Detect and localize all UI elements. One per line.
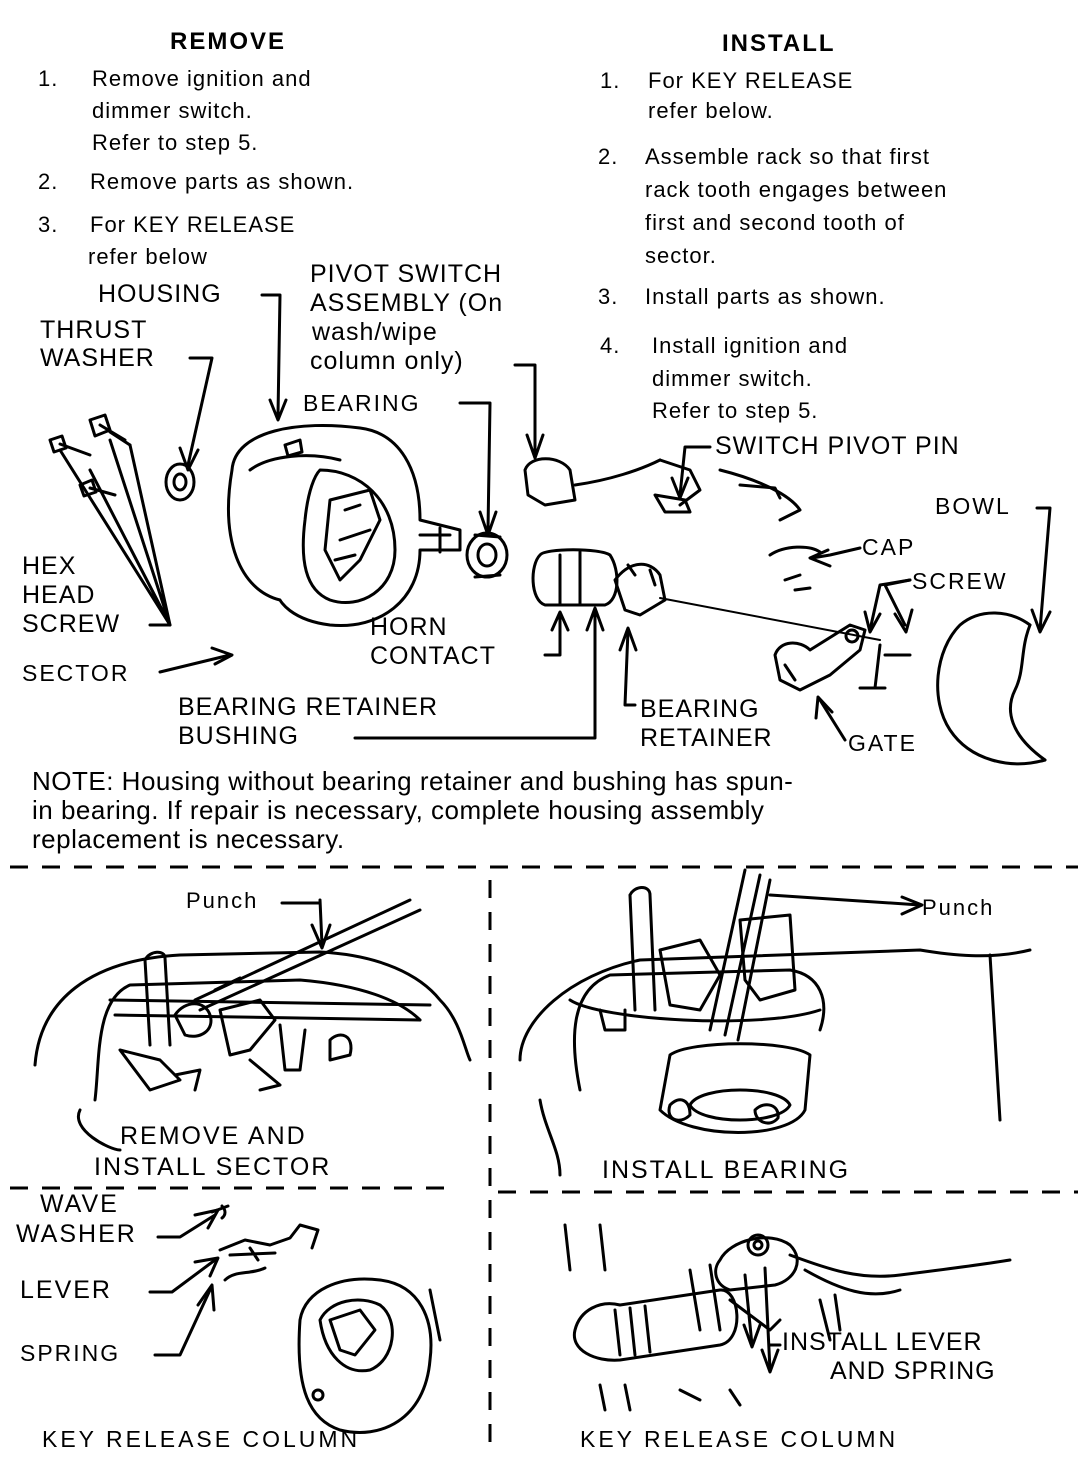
install-step-1-line-2: refer below. [648,98,774,123]
remove-step-3-line-2: refer below [88,244,208,269]
install-step-1-line-1: For KEY RELEASE [648,68,854,93]
remove-step-3-number: 3. [38,212,59,237]
install-step-2-line-3: first and second tooth of [645,210,905,235]
label-cap: CAP [862,534,916,560]
label-sector: SECTOR [22,660,130,686]
label-lever: LEVER [20,1276,112,1304]
label-pivot-switch-line-2: ASSEMBLY (On [310,289,504,317]
bushing-drawing [533,550,617,605]
gate-drawing [775,625,865,690]
remove-step-1-line-3: Refer to step 5. [92,130,259,155]
install-step-3-number: 3. [598,284,619,309]
pivot-switch-drawing [525,459,800,520]
bowl-drawing [938,613,1045,764]
leader-lines [60,295,1050,740]
install-step-3-line-1: Install parts as shown. [645,284,886,309]
panel-3-caption: KEY RELEASE COLUMN [42,1426,361,1452]
thrust-washer-drawing [166,464,194,500]
label-pivot-switch-line-3: wash/wipe [312,318,438,346]
remove-step-2-number: 2. [38,169,59,194]
label-hex-head-screw-line-2: HEAD [22,581,96,609]
install-step-4-line-1: Install ignition and [652,333,849,358]
install-step-2-number: 2. [598,144,619,169]
label-horn-contact-line-2: CONTACT [370,642,496,670]
panel-1-punch-label: Punch [186,888,259,913]
note-line-2: in bearing. If repair is necessary, comp… [32,795,765,825]
install-step-2-line-1: Assemble rack so that first [645,144,930,169]
label-thrust-washer-line-2: WASHER [40,344,155,372]
install-step-4-line-2: dimmer switch. [652,366,813,391]
install-step-1-number: 1. [600,68,621,93]
panel-install-lever-drawing [565,1225,1010,1410]
panel-1-caption-line-2: INSTALL SECTOR [94,1153,332,1181]
remove-step-1-line-1: Remove ignition and [92,66,312,91]
panel-1-caption-line-1: REMOVE AND [120,1122,307,1150]
retainer-drawing [615,564,665,615]
panel-key-release-parts-drawing [150,1206,440,1432]
install-step-4-line-3: Refer to step 5. [652,398,819,423]
label-thrust-washer-line-1: THRUST [40,316,148,344]
label-screw: SCREW [912,568,1008,594]
axis-line [660,598,880,640]
label-washer: WASHER [16,1220,137,1248]
label-pivot-switch-line-1: PIVOT SWITCH [310,260,503,288]
bearing-drawing [467,533,507,577]
remove-step-1-number: 1. [38,66,59,91]
remove-step-1-line-2: dimmer switch. [92,98,253,123]
remove-step-2-line-1: Remove parts as shown. [90,169,355,194]
label-horn-contact-line-1: HORN [370,613,448,641]
label-hex-head-screw-line-3: SCREW [22,610,121,638]
label-bearing-retainer-bushing-line-2: BUSHING [178,722,299,750]
label-bearing-retainer-line-1: BEARING [640,695,760,723]
note-line-3: replacement is necessary. [32,824,345,854]
label-pivot-switch-line-4: column only) [310,347,464,375]
panel-4-caption: KEY RELEASE COLUMN [580,1426,899,1452]
section-dividers [10,867,1078,1455]
note-line-1: NOTE: Housing without bearing retainer a… [32,766,794,796]
install-step-2-line-4: sector. [645,243,717,268]
remove-step-3-line-1: For KEY RELEASE [90,212,296,237]
label-housing: HOUSING [98,280,222,308]
label-bearing-retainer-bushing-line-1: BEARING RETAINER [178,693,439,721]
remove-heading: REMOVE [170,28,287,55]
label-wave: WAVE [40,1190,119,1218]
label-bearing-retainer-line-2: RETAINER [640,724,773,752]
label-gate: GATE [848,730,917,756]
install-heading: INSTALL [722,30,836,57]
cap-drawing [770,547,820,590]
panel-remove-sector-drawing [35,900,470,1150]
panel-2-caption: INSTALL BEARING [602,1156,851,1184]
install-step-4-number: 4. [600,333,621,358]
label-bowl: BOWL [935,493,1011,519]
panel-4-callout-line-2: AND SPRING [830,1357,996,1385]
panel-2-punch-label: Punch [922,895,995,920]
housing-drawing [229,425,460,625]
install-step-2-line-2: rack tooth engages between [645,177,948,202]
label-hex-head-screw-line-1: HEX [22,552,77,580]
label-switch-pivot-pin: SWITCH PIVOT PIN [715,432,960,460]
label-spring: SPRING [20,1340,121,1366]
panel-4-callout-line-1: INSTALL LEVER [782,1328,983,1356]
label-bearing: BEARING [303,390,421,416]
hex-head-screws-drawing [50,415,130,496]
panel-install-bearing-drawing [520,870,1030,1175]
